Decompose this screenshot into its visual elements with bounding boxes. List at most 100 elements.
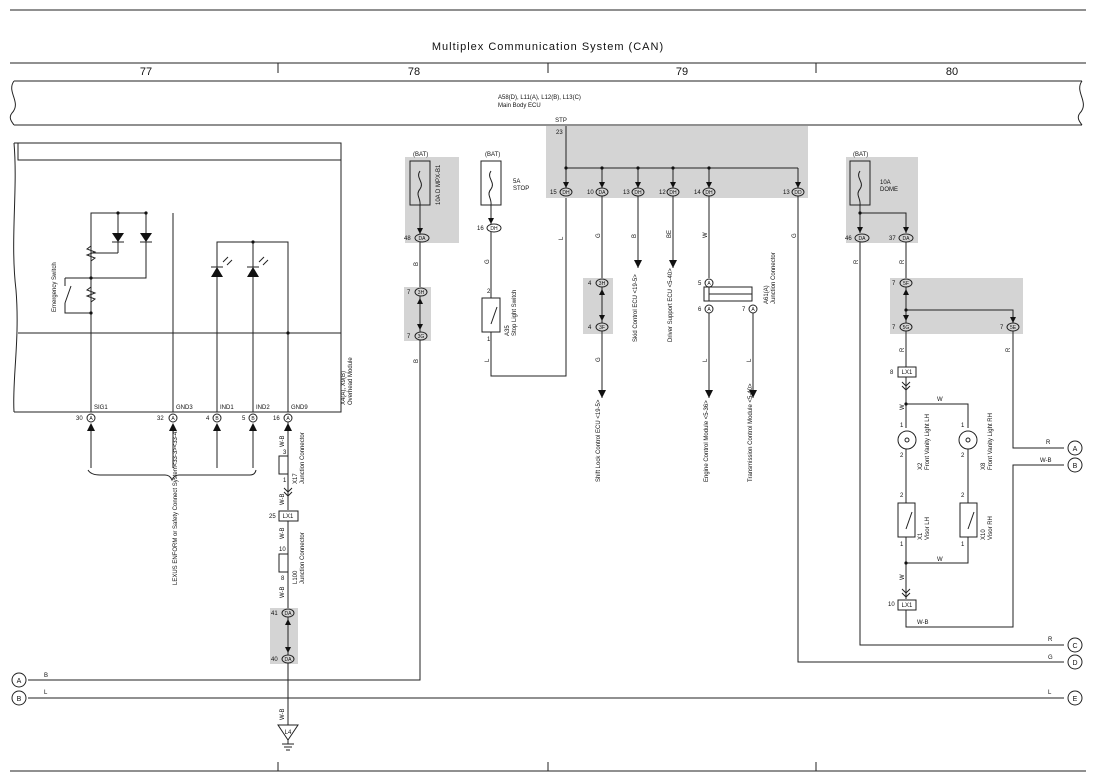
connector-letter: 3H [418, 290, 425, 296]
wire-color: G [596, 357, 602, 362]
offpage-connector-a[interactable] [1067, 440, 1083, 456]
fuse-label: STOP [513, 186, 529, 192]
connector-letter: DA [859, 236, 867, 242]
pin-number: 2 [900, 493, 904, 499]
wire-color: W [900, 404, 906, 410]
pin-number: 30 [76, 416, 83, 422]
connector-letter: DA [285, 611, 293, 617]
fuse-dome: (BAT) 10A DOME 46 DA 37 DA R R R [845, 152, 1064, 646]
column-number: 78 [408, 66, 420, 78]
pin-number: 1 [961, 423, 965, 429]
stop-switch-code: A35 [505, 325, 511, 336]
wire-color: L [1048, 690, 1052, 696]
visor-rh-switch[interactable] [959, 502, 978, 538]
offpage-label: A [1073, 446, 1078, 453]
pin-number: 5 [698, 281, 702, 287]
column-number: 79 [676, 66, 688, 78]
overhead-code: X4(A), X9(B) [341, 371, 347, 405]
offpage-connector-e[interactable] [1067, 690, 1083, 706]
offpage-connector-a[interactable] [11, 672, 27, 688]
pin-label: IND2 [256, 405, 270, 411]
junction-shade-da [270, 608, 298, 664]
wire-color: B [632, 234, 638, 238]
wire-color: G [485, 259, 491, 264]
connector-letter: DH [562, 190, 570, 196]
vanity-rh-code: X8 [981, 462, 987, 470]
bottom-wires: B L L [28, 673, 1064, 699]
wire-color: W-B [917, 620, 929, 626]
pin-number: 1 [900, 542, 904, 548]
fuse-label: DOME [880, 187, 898, 193]
visor-rh-name: Visor RH [988, 516, 994, 540]
lx1-connector [897, 366, 917, 378]
pin-number: 41 [271, 611, 278, 617]
offpage-label: E [1073, 696, 1078, 703]
pin-number: 48 [404, 236, 411, 242]
stop-switch-name: Stop Light Switch [512, 290, 518, 336]
connector-letter: 3H [599, 281, 606, 287]
offpage-connector-b[interactable] [1067, 457, 1083, 473]
pin-number: 3 [283, 450, 287, 456]
engine-branch: W 5 A 6 A 7 A A61(A) Junction Connector … [698, 196, 777, 482]
vanity-visor-circuit: 8 LX1 W W 1 2 X2 Front Vanity Light LH 1… [888, 366, 1064, 628]
pin-number: 1 [487, 337, 491, 343]
junction-l100 [278, 553, 289, 573]
stp-label: STP [555, 118, 567, 124]
wire-color: R [900, 259, 906, 264]
bat-label: (BAT) [485, 152, 500, 158]
junction-5f: 7 5F 7 5G 7 5E R R R [892, 278, 1064, 449]
connector-letter: DA [285, 657, 293, 663]
fuse-label: 5A [513, 179, 520, 185]
fuse-stop: (BAT) 5A STOP 16 DH G 2 1 A35 Stop Light… [477, 152, 567, 377]
pin-number: 1 [900, 423, 904, 429]
pin-number: 15 [550, 190, 557, 196]
connector-letter: A [89, 416, 93, 422]
junction-shade-3h [404, 287, 431, 341]
pin-number: 4 [588, 325, 592, 331]
ecu-pin-shade [546, 126, 808, 198]
visor-lh-switch[interactable] [897, 502, 916, 538]
pin-number: 7 [407, 334, 411, 340]
pin-number: 1 [283, 478, 287, 484]
offpage-label: C [1072, 643, 1077, 650]
offpage-label: B [1073, 463, 1078, 470]
trans-module-label: Transmission Control Module <5-40> [748, 383, 754, 482]
junction-x17 [278, 455, 289, 475]
lx1-connector [897, 599, 917, 611]
pin-number: 13 [623, 190, 630, 196]
pin-label: GND9 [291, 405, 308, 411]
wire-color: W-B [280, 435, 286, 447]
enform-ref: LEXUS ENFORM or Safety Connect System<33… [173, 428, 179, 585]
wire-color: G [792, 233, 798, 238]
wire-color: B [414, 359, 420, 363]
offpage-connector-c[interactable] [1067, 637, 1083, 653]
pin-number: 8 [890, 370, 894, 376]
x17-name: Junction Connector [300, 432, 306, 484]
stp-bus: 15 DH 10 DA 13 DH 12 DH 14 DH 13 DD [550, 126, 805, 197]
wire-color: W-B [280, 493, 286, 505]
pin-number: 7 [407, 290, 411, 296]
shift-lock-branch: G 4 3H 4 3F G Shift Lock Control ECU <19… [588, 196, 609, 482]
connector-letter: 5G [903, 325, 910, 331]
pin-number: 7 [1000, 325, 1004, 331]
stop-light-switch[interactable] [481, 297, 501, 333]
ground-label: L4 [285, 730, 292, 736]
emergency-switch-label: Emergency Switch [52, 262, 58, 312]
pin-number: 8 [281, 576, 285, 582]
offpage-connector-d[interactable] [1067, 654, 1083, 670]
pin-number: 5 [242, 416, 246, 422]
wire-color: G [1048, 655, 1053, 661]
diagram-title: Multiplex Communication System (CAN) [432, 41, 664, 53]
pin-number: 2 [487, 289, 491, 295]
connector-letter: DH [490, 226, 498, 232]
column-ticks [277, 63, 817, 771]
overhead-module: X4(A), X9(B) Overhead Module Emergency S… [13, 142, 354, 413]
pin-number: 2 [900, 453, 904, 459]
wire-color: W [703, 232, 709, 238]
connector-letter: A [751, 307, 755, 313]
shift-lock-ecu-label: Shift Lock Control ECU <19-5> [596, 399, 602, 482]
offpage-connector-b[interactable] [11, 690, 27, 706]
ground-terminal [277, 724, 299, 741]
connector-letter: 3F [599, 325, 605, 331]
